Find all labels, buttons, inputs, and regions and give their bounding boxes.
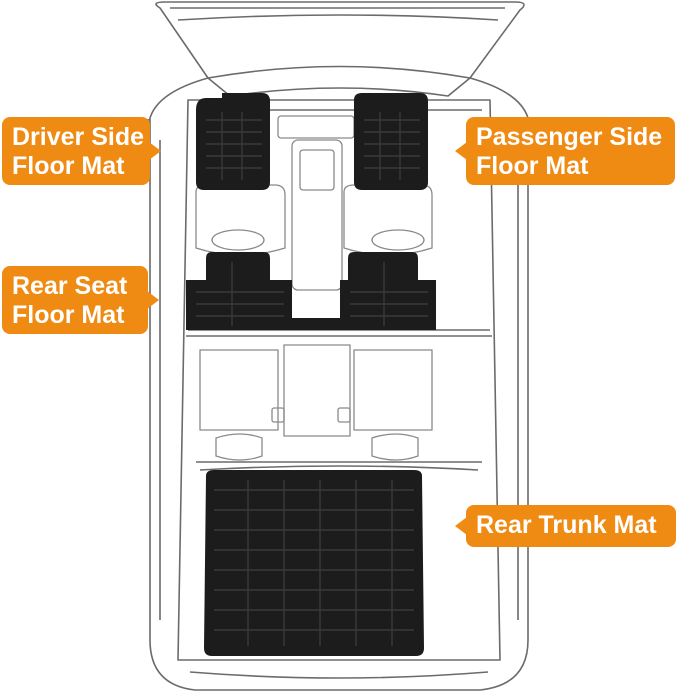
- trunk-label-pointer: [455, 517, 467, 535]
- passenger-side-floor-mat-label: Passenger Side Floor Mat: [455, 117, 675, 185]
- passenger-label-line-1: Passenger Side: [476, 123, 663, 151]
- passenger-label-line-2: Floor Mat: [476, 152, 589, 180]
- driver-label-pointer: [149, 142, 161, 160]
- rear-trunk-mat: [204, 470, 424, 656]
- rear-trunk-mat-label: Rear Trunk Mat: [455, 505, 676, 547]
- driver-label-line-2: Floor Mat: [12, 152, 125, 180]
- rear-seat-floor-mat: [186, 252, 436, 330]
- rear-seat-label-pointer: [147, 291, 159, 309]
- driver-side-floor-mat-label: Driver Side Floor Mat: [2, 117, 161, 185]
- passenger-side-floor-mat: [354, 93, 428, 190]
- rear-seat-floor-mat-label: Rear Seat Floor Mat: [2, 266, 159, 334]
- rear-seat-label-line-1: Rear Seat: [12, 272, 128, 300]
- driver-side-floor-mat: [196, 93, 270, 190]
- trunk-label-line-1: Rear Trunk Mat: [476, 511, 657, 539]
- rear-seat-label-line-2: Floor Mat: [12, 301, 125, 329]
- driver-label-line-1: Driver Side: [12, 123, 145, 151]
- passenger-label-pointer: [455, 142, 467, 160]
